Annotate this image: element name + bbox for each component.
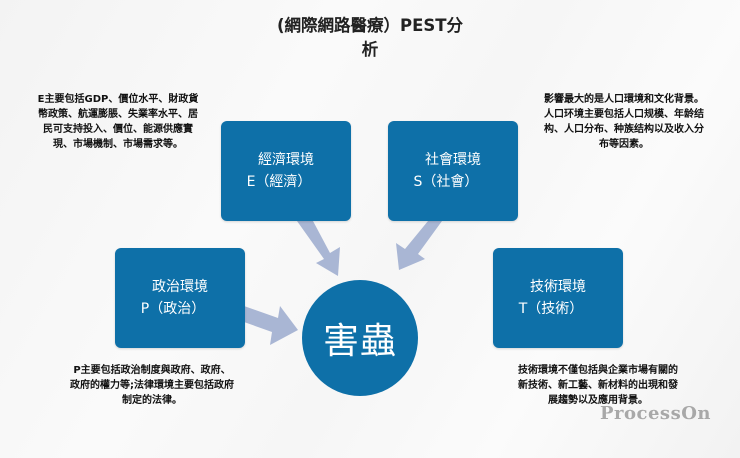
center-label: 害蟲 <box>322 321 397 362</box>
social-box-subtitle: S（社會） <box>413 174 479 190</box>
political-box[interactable]: 政治環境 P（政治） <box>115 248 245 348</box>
technological-box-title: 技術環境 <box>530 279 586 295</box>
title-line-2: 析 <box>361 40 379 59</box>
economic-desc-line: 民可支持投入、價位、能源供應實 <box>43 124 193 135</box>
economic-desc-line: 幣政策、航運膨脹、失業率水平、居 <box>38 109 198 120</box>
economic-desc-line: E主要包括GDP、價位水平、財政貨 <box>37 94 199 105</box>
social-box[interactable]: 社會環境 S（社會） <box>388 121 518 221</box>
title-line-1: (網際網路醫療）PEST分 <box>276 16 464 35</box>
technological-description: 技術環境不僅包括與企業市場有關的 新技術、新工藝、新材料的出現和發 展趨勢以及應… <box>500 363 696 408</box>
arrow-economic-to-center <box>297 221 340 276</box>
social-description: 影響最大的是人口環境和文化背景。 人口环境主要包括人口规模、年龄结 构、人口分布… <box>524 92 724 152</box>
diagram-title: (網際網路醫療）PEST分 析 <box>250 14 490 62</box>
political-desc-line: 政府的權力等;法律環境主要包括政府 <box>70 380 234 391</box>
political-desc-line: 制定的法律。 <box>122 395 182 406</box>
center-hub[interactable]: 害蟲 <box>302 280 418 396</box>
arrow-political-to-center <box>244 306 298 345</box>
social-desc-line: 布等因素。 <box>599 139 649 150</box>
technological-box-subtitle: T（技術） <box>518 301 584 317</box>
economic-description: E主要包括GDP、價位水平、財政貨 幣政策、航運膨脹、失業率水平、居 民可支持投… <box>18 92 218 152</box>
social-desc-line: 影響最大的是人口環境和文化背景。 <box>544 94 704 105</box>
technological-desc-line: 新技術、新工藝、新材料的出現和發 <box>518 380 678 391</box>
political-description: P主要包括政治制度與政府、政府、 政府的權力等;法律環境主要包括政府 制定的法律… <box>52 363 252 408</box>
technological-desc-line: 技術環境不僅包括與企業市場有關的 <box>518 365 678 376</box>
economic-box[interactable]: 經濟環境 E（經濟） <box>221 121 351 221</box>
social-desc-line: 构、人口分布、种族结构以及收入分 <box>544 124 704 135</box>
social-box-title: 社會環境 <box>425 152 481 168</box>
political-box-title: 政治環境 <box>152 279 208 295</box>
economic-box-title: 經濟環境 <box>258 152 314 168</box>
social-desc-line: 人口环境主要包括人口规模、年龄结 <box>544 109 704 120</box>
technological-box[interactable]: 技術環境 T（技術） <box>493 248 623 348</box>
political-box-subtitle: P（政治） <box>140 301 206 317</box>
political-desc-line: P主要包括政治制度與政府、政府、 <box>73 365 231 376</box>
technological-desc-line: 展趨勢以及應用背景。 <box>548 395 648 406</box>
economic-desc-line: 現、市場機制、市場需求等。 <box>53 139 183 150</box>
economic-box-subtitle: E（經濟） <box>246 174 312 190</box>
watermark: ProcessOn <box>600 403 711 424</box>
arrow-social-to-center <box>396 221 442 270</box>
